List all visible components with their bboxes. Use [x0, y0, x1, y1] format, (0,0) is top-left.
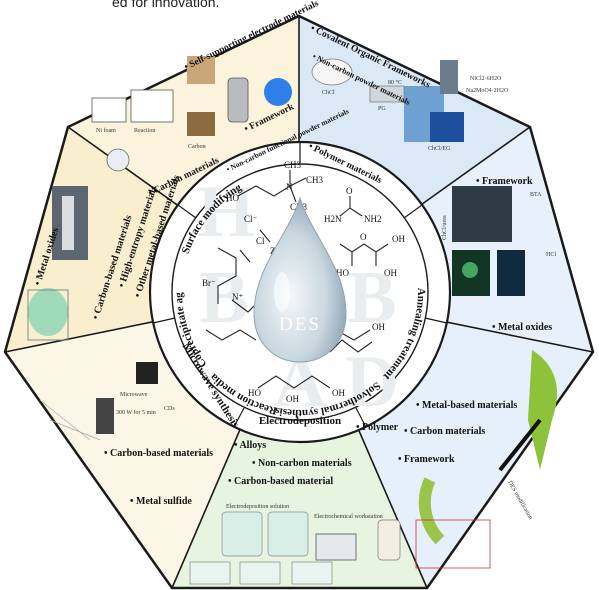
solvothermal-figures	[91, 56, 292, 172]
sector-item: • Metal-based materials	[416, 400, 517, 411]
watermark-letter: B	[347, 257, 396, 339]
svg-text:Na2MoO4·2H2O: Na2MoO4·2H2O	[466, 88, 509, 94]
electrodeposition-figures	[189, 511, 401, 585]
sector-item: • Metal sulfide	[130, 496, 192, 507]
svg-text:Reaction: Reaction	[134, 128, 155, 134]
svg-text:HO: HO	[336, 268, 349, 278]
svg-text:ChCl/urea: ChCl/urea	[442, 215, 448, 240]
des-label: DES	[279, 314, 321, 335]
watermark-letter: B	[199, 257, 248, 339]
ring-label-electrodeposition: Electrodeposition	[259, 415, 341, 427]
svg-text:80 °C: 80 °C	[388, 79, 402, 86]
top-caption: ed for innovation.	[112, 0, 220, 10]
surface-items: • Metal-based materials • Carbon materia…	[398, 400, 517, 465]
coprecipitate-figures	[452, 186, 525, 296]
svg-text:OH: OH	[392, 234, 405, 244]
svg-text:Electrochemical workstation: Electrochemical workstation	[314, 514, 383, 520]
svg-text:Ni foam: Ni foam	[96, 127, 116, 134]
svg-text:H2N: H2N	[324, 214, 342, 224]
watermark-letter: H	[197, 171, 255, 253]
svg-text:OH: OH	[384, 268, 397, 278]
sector-item: • Carbon-based material	[228, 476, 333, 487]
svg-text:OH: OH	[372, 322, 385, 332]
sector-item: • Framework	[476, 176, 533, 187]
svg-text:DES modification: DES modification	[506, 480, 534, 521]
svg-text:Microwave: Microwave	[120, 392, 148, 398]
svg-text:CH3: CH3	[306, 175, 324, 185]
des-drop-icon	[253, 196, 347, 363]
sector-item: • Framework	[398, 454, 455, 465]
svg-text:OH: OH	[286, 394, 299, 404]
sector-item: • Carbon-based materials	[104, 448, 213, 459]
annealing-figures	[27, 186, 88, 341]
electrodeposition-items: • Polymer • Alloys • Non-carbon material…	[228, 422, 399, 487]
drop-highlight	[274, 272, 290, 312]
svg-text:CDs: CDs	[164, 406, 175, 412]
sector-item: • Non-carbon materials	[252, 458, 352, 469]
molecule-structures	[205, 170, 389, 389]
svg-text:PG: PG	[378, 106, 386, 112]
svg-text:CH3: CH3	[284, 160, 302, 170]
svg-text:N: N	[286, 182, 293, 192]
microwave-figures	[39, 362, 158, 441]
svg-text:Electrodeposition solution: Electrodeposition solution	[226, 504, 289, 510]
svg-text:BTA: BTA	[530, 192, 542, 198]
svg-text:HCl: HCl	[546, 252, 556, 258]
svg-text:Cl⁻: Cl⁻	[244, 214, 258, 224]
svg-text:HO: HO	[248, 388, 261, 398]
svg-text:O: O	[346, 186, 353, 196]
sector-item: • Metal oxides	[492, 322, 552, 333]
svg-text:HO: HO	[226, 193, 239, 203]
svg-text:Br⁻: Br⁻	[202, 278, 216, 288]
coprecipitate-items: • Framework • Metal oxides	[476, 176, 552, 333]
hub-ring-dividers	[152, 142, 448, 428]
sector-item: • Carbon materials	[404, 426, 485, 437]
svg-text:OH: OH	[332, 388, 345, 398]
reaction-media-figures	[311, 58, 464, 142]
watermark-letter: D	[345, 341, 398, 423]
svg-text:N⁺: N⁺	[232, 292, 243, 302]
svg-text:Carbon: Carbon	[188, 144, 206, 150]
heptagon-border	[3, 14, 595, 590]
svg-text:NH2: NH2	[364, 214, 382, 224]
svg-text:300 W for 5 min: 300 W for 5 min	[116, 409, 156, 416]
sector-item: • Polymer	[356, 422, 399, 433]
surface-figures	[415, 350, 558, 569]
sector-item: • Alloys	[234, 440, 266, 451]
microwave-items: • Carbon-based materials • Metal sulfide	[104, 448, 213, 507]
sun-icon	[264, 78, 292, 106]
svg-text:NiCl2·6H2O: NiCl2·6H2O	[470, 76, 502, 82]
svg-text:O: O	[360, 232, 367, 242]
svg-text:ChCl/EG: ChCl/EG	[428, 146, 451, 152]
svg-text:ChCl: ChCl	[322, 90, 335, 96]
svg-text:Cl: Cl	[256, 236, 265, 246]
